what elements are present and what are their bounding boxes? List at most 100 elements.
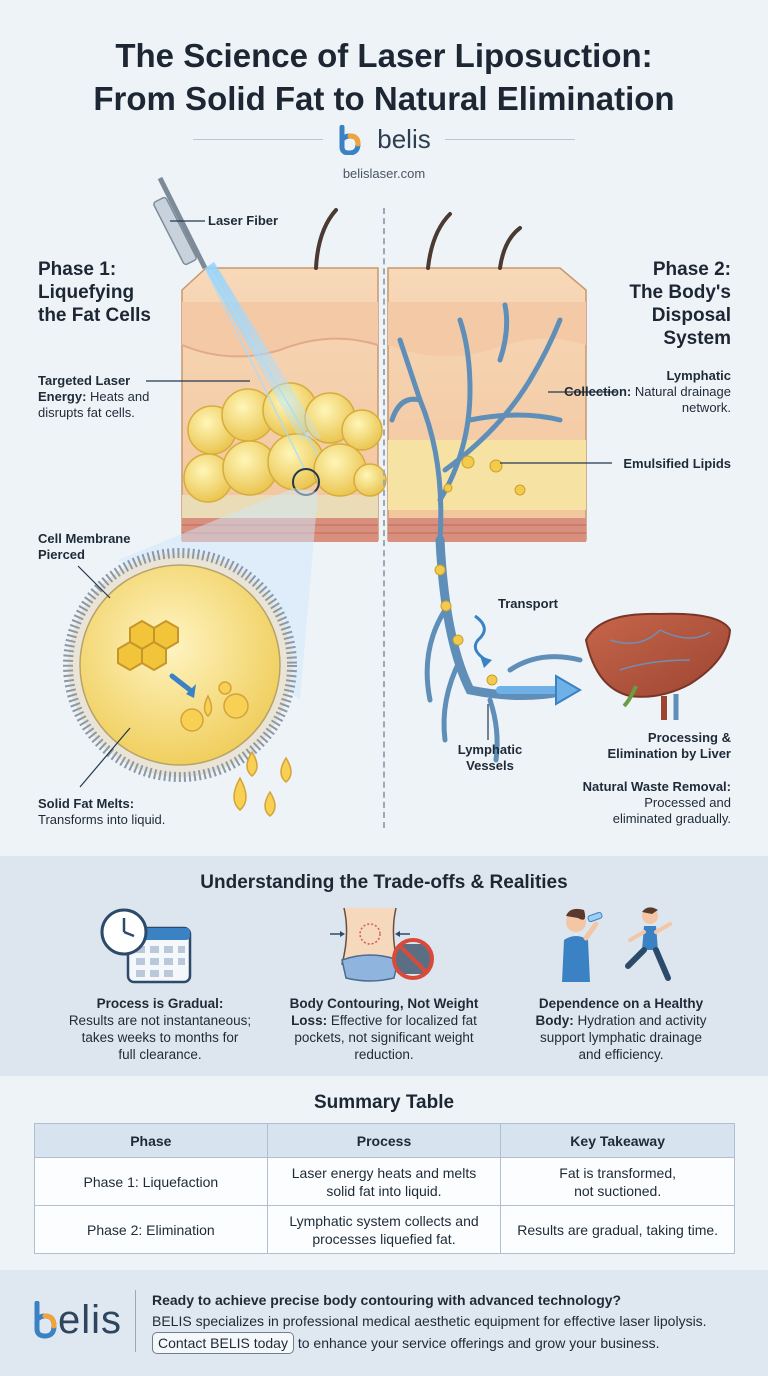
cell-takeaway-l1: Fat is transformed,: [559, 1164, 676, 1181]
targeted-text2: disrupts fat cells.: [38, 405, 135, 420]
tradeoff-healthy-l1: Hydration and activity: [577, 1013, 707, 1028]
contact-button[interactable]: Contact BELIS today: [152, 1332, 294, 1354]
brand-header: belis: [0, 124, 768, 155]
targeted-bold2: Energy:: [38, 389, 87, 404]
belis-b-logo-icon: [339, 124, 361, 155]
phase1-title-l3: the Fat Cells: [38, 305, 151, 326]
tradeoff-healthy-body: Dependence on a Healthy Body: Hydration …: [506, 995, 736, 1063]
summary-title: Summary Table: [313, 1092, 455, 1113]
leader-lines: [77, 220, 616, 788]
phase2-title: Phase 2: The Body's Disposal System: [629, 258, 731, 350]
belis-logo-text: elis: [58, 1298, 123, 1342]
tradeoff-gradual-l1: Results are not instantaneous;: [68, 1013, 252, 1028]
lymphatic-network: [389, 302, 583, 763]
tradeoff-contouring-l1: Effective for localized fat: [330, 1013, 477, 1028]
label-emulsified-lipids: Emulsified Lipids: [623, 456, 731, 471]
cell-process-l2: solid fat into liquid.: [326, 1182, 442, 1199]
cell-takeaway: Results are gradual, taking time.: [500, 1205, 735, 1254]
left-fat-cells: [183, 382, 387, 503]
body-contour-icon: [330, 907, 434, 982]
phase2-title-l3: Disposal: [651, 305, 731, 326]
phase2-title-l2: The Body's: [629, 282, 731, 303]
phase2-title-l4: System: [663, 328, 731, 349]
tradeoff-gradual-bold: Process is Gradual:: [96, 996, 224, 1011]
tradeoff-gradual: Process is Gradual: Results are not inst…: [45, 995, 275, 1063]
label-solid-fat-melts: Solid Fat Melts: Transforms into liquid.: [38, 796, 165, 828]
tradeoff-gradual-l2: takes weeks to months for: [81, 1030, 239, 1045]
tradeoff-contouring-bold: Body Contouring, Not Weight: [289, 996, 479, 1011]
lymph-text2: network.: [681, 400, 731, 415]
phase1-title-l2: Liquefying: [38, 282, 135, 303]
summary-header-takeaway: Key Takeaway: [500, 1123, 735, 1158]
footer-line3-text: to enhance your service offerings and gr…: [297, 1335, 660, 1351]
tradeoff-contouring-l3: reduction.: [354, 1047, 414, 1062]
melts-text: Transforms into liquid.: [38, 812, 166, 827]
enlarged-fat-cell: [63, 548, 297, 817]
waste-bold: Natural Waste Removal:: [582, 779, 731, 794]
label-targeted-laser: Targeted Laser Energy: Heats and disrupt…: [38, 373, 149, 421]
targeted-text: Heats and: [90, 389, 150, 404]
cell-phase: Phase 1: Liquefaction: [34, 1157, 268, 1206]
label-transport: Transport: [498, 596, 558, 611]
cell-process-l2: processes liquefied fat.: [312, 1230, 456, 1247]
label-lymphatic-vessels: Lymphatic Vessels: [455, 742, 525, 774]
phase2-title-l1: Phase 2:: [652, 259, 731, 280]
label-waste-removal: Natural Waste Removal: Processed and eli…: [583, 779, 731, 827]
divider-left: [193, 139, 324, 140]
cell-takeaway-l2: not suctioned.: [574, 1182, 662, 1199]
divider-right: [444, 139, 575, 140]
cell-process-l1: Lymphatic system collects and: [289, 1212, 479, 1229]
belis-b-logo-icon: [34, 1300, 57, 1339]
table-row: Phase 1: Liquefaction Laser energy heats…: [34, 1157, 735, 1206]
label-lymphatic-collection: Lymphatic Collection: Natural drainage n…: [564, 368, 731, 416]
phase-divider: [383, 208, 385, 828]
label-liver: Processing & Elimination by Liver: [607, 730, 731, 762]
footer-headline: Ready to achieve precise body contouring…: [152, 1292, 622, 1308]
liver-icon: [584, 612, 732, 720]
title-line-2: From Solid Fat to Natural Elimination: [93, 80, 675, 117]
footer: [0, 1270, 768, 1376]
tradeoff-healthy-bold: Dependence on a Healthy: [538, 996, 704, 1011]
targeted-bold: Targeted Laser: [38, 373, 131, 388]
clock-calendar-icon: [100, 908, 192, 984]
lymph-droplets: [434, 455, 526, 686]
summary-header-phase: Phase: [34, 1123, 268, 1158]
cell-phase: Phase 2: Elimination: [34, 1205, 268, 1254]
summary-header-process: Process: [266, 1123, 502, 1158]
transport-arrow-icon: [473, 614, 487, 662]
lymph-bold1: Lymphatic: [666, 368, 731, 383]
hair: [314, 208, 338, 270]
tradeoff-contouring-l2: pockets, not significant weight: [294, 1030, 474, 1045]
tradeoff-gradual-l3: full clearance.: [118, 1047, 202, 1062]
laser-fiber: [153, 176, 322, 471]
cell-process-l1: Laser energy heats and melts: [291, 1164, 477, 1181]
right-skin-block: [387, 267, 587, 542]
tradeoff-contouring-bold2: Loss:: [291, 1013, 328, 1028]
belis-logo: elis: [32, 1298, 122, 1343]
tradeoff-contouring: Body Contouring, Not Weight Loss: Effect…: [269, 995, 499, 1063]
footer-divider: [135, 1290, 136, 1352]
liver-l1: Processing &: [647, 730, 731, 745]
hydration-activity-icon: [562, 907, 672, 982]
tradeoff-healthy-l2: support lymphatic drainage: [539, 1030, 703, 1045]
phase1-title: Phase 1: Liquefying the Fat Cells: [38, 258, 151, 327]
membrane-l1: Cell Membrane: [38, 531, 131, 546]
phase1-title-l1: Phase 1:: [38, 259, 117, 280]
lymph-bold2: Collection:: [564, 384, 632, 399]
footer-line3: Contact BELIS today to enhance your serv…: [152, 1332, 752, 1354]
hair: [426, 212, 452, 270]
membrane-l2: Pierced: [38, 547, 85, 562]
diagram-artwork: [63, 176, 732, 817]
cell-takeaway: Fat is transformed,not suctioned.: [500, 1157, 735, 1206]
page-title: The Science of Laser Liposuction: From S…: [0, 34, 768, 120]
summary-table: Phase Process Key Takeaway Phase 1: Liqu…: [34, 1123, 735, 1254]
footer-text: Ready to achieve precise body contouring…: [152, 1290, 752, 1354]
brand-name: belis: [377, 124, 431, 154]
vessels-l2: Vessels: [466, 758, 514, 773]
table-row: Phase 2: Elimination Lymphatic system co…: [34, 1205, 735, 1254]
waste-text1: Processed and: [644, 795, 731, 810]
brand-url: belislaser.com: [342, 166, 426, 181]
waste-text2: eliminated gradually.: [612, 811, 731, 826]
summary-header-row: Phase Process Key Takeaway: [34, 1123, 735, 1158]
